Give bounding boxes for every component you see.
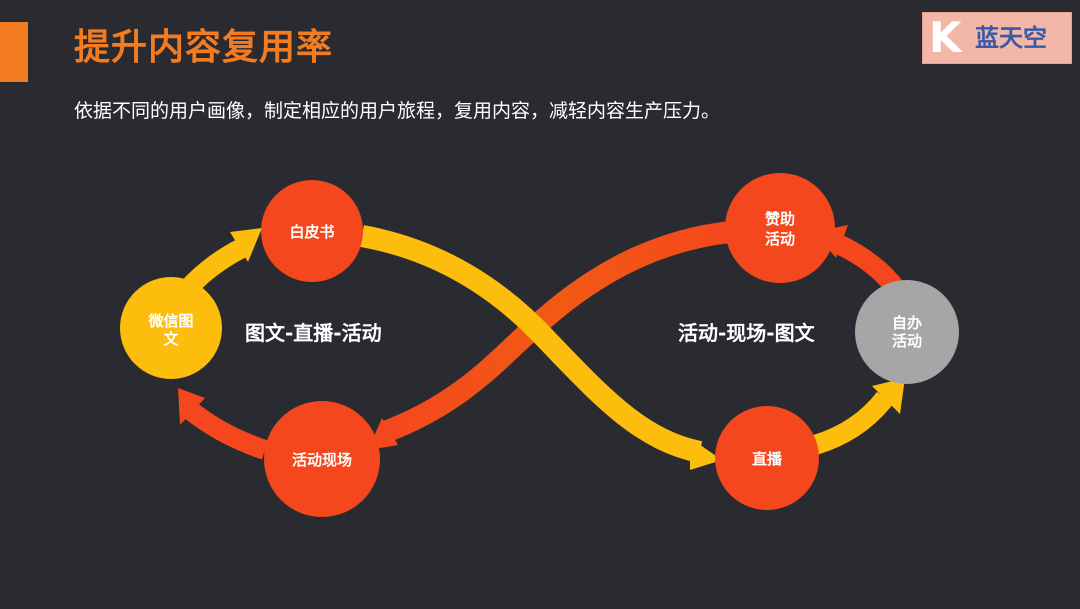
node-live: 直播: [715, 406, 819, 510]
yellow-band-right: [811, 391, 893, 455]
yellow-band-main: [360, 225, 703, 463]
node-live-label: 直播: [752, 450, 783, 468]
yellow-arrow-self-hosted: [872, 378, 905, 414]
node-onsite: 活动现场: [264, 401, 380, 517]
right-loop-label: 活动-现场-图文: [678, 321, 816, 345]
node-self-hosted: 自办 活动: [855, 280, 959, 384]
yellow-arrow-whitepaper: [230, 228, 262, 262]
brand-logo: K 蓝天空: [922, 12, 1072, 64]
node-self-hosted-line1: 自办: [892, 314, 922, 332]
node-sponsor-line1: 赞助: [764, 210, 795, 228]
red-arrow-wechat: [178, 388, 205, 425]
left-loop-label: 图文-直播-活动: [245, 321, 382, 345]
node-onsite-label: 活动现场: [292, 451, 352, 469]
accent-bar: [0, 22, 28, 82]
logo-text: 蓝天空: [975, 24, 1047, 52]
red-band-left: [183, 402, 269, 460]
yellow-arrow-live: [690, 438, 722, 470]
page-subtitle: 依据不同的用户画像，制定相应的用户旅程，复用内容，减轻内容生产压力。: [74, 100, 721, 122]
node-whitepaper: 白皮书: [261, 180, 363, 282]
logo-k-icon: K: [929, 13, 962, 62]
node-wechat-line1: 微信图: [147, 312, 193, 330]
node-self-hosted-line2: 活动: [892, 332, 922, 350]
node-sponsor-line2: 活动: [765, 230, 795, 248]
node-whitepaper-label: 白皮书: [289, 223, 334, 241]
node-wechat: 微信图 文: [120, 277, 222, 379]
node-wechat-line2: 文: [163, 330, 179, 348]
red-band-main: [381, 221, 732, 443]
node-sponsor: 赞助 活动: [725, 173, 835, 283]
page-title: 提升内容复用率: [74, 27, 334, 68]
